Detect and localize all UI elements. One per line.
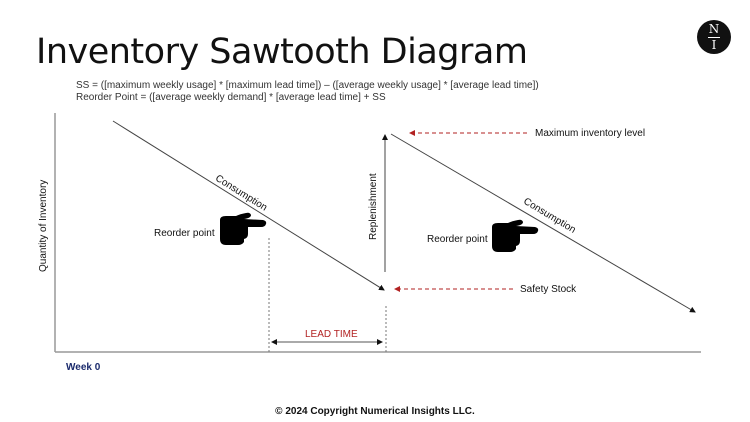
safety-stock-formula: SS = ([maximum weekly usage] * [maximum … (76, 80, 539, 91)
copyright-footer: © 2024 Copyright Numerical Insights LLC. (275, 406, 475, 417)
consumption-line-2 (390, 133, 696, 313)
ni-logo-icon: N I (697, 20, 731, 54)
reorder-point-label-1: Reorder point (154, 228, 215, 239)
logo-letter-n: N (708, 22, 720, 36)
consumption-line-1 (112, 120, 385, 291)
reorder-point-label-2: Reorder point (427, 234, 488, 245)
pointing-hand-icon-2 (492, 219, 539, 252)
y-axis-label: Quantity of Inventory (38, 179, 49, 272)
week-0-label: Week 0 (66, 362, 101, 373)
logo-letter-i: I (711, 38, 717, 52)
reorder-point-formula: Reorder Point = ([average weekly demand]… (76, 92, 386, 103)
pointing-hand-icon-1 (220, 212, 267, 245)
lead-time-label: LEAD TIME (305, 329, 358, 340)
page-title: Inventory Sawtooth Diagram (36, 32, 528, 72)
safety-stock-label: Safety Stock (520, 284, 577, 295)
max-inventory-label: Maximum inventory level (535, 128, 646, 139)
replenishment-label: Replenishment (368, 173, 379, 240)
